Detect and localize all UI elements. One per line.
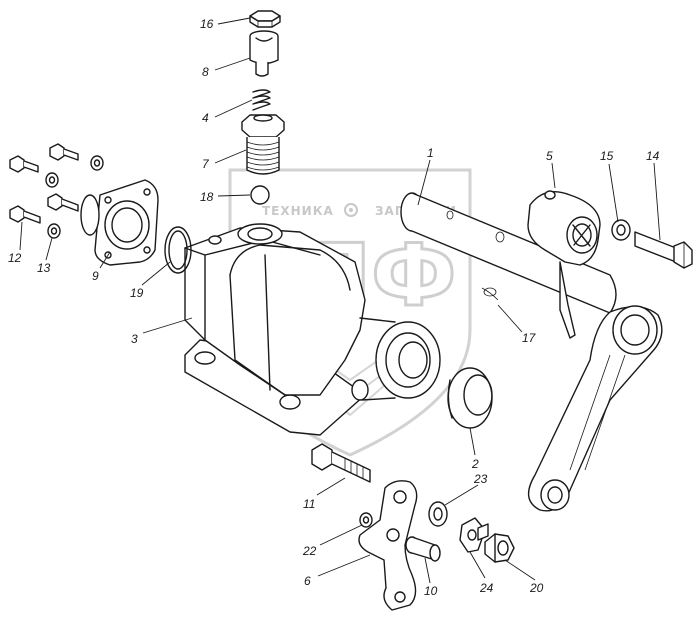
- part-5-clamp: [527, 190, 601, 339]
- callout-22: 22: [302, 544, 317, 558]
- callout-1: 1: [427, 146, 434, 160]
- callout-9: 9: [92, 269, 99, 283]
- callout-14: 14: [646, 149, 660, 163]
- callout-23: 23: [473, 472, 488, 486]
- pitman-arm: [527, 305, 663, 512]
- callout-8: 8: [202, 65, 209, 79]
- part-6-bracket: [358, 480, 418, 611]
- part-19-oring: [164, 226, 192, 274]
- gear-icon: [344, 203, 358, 217]
- part-8-plunger: [249, 30, 279, 77]
- part-15-washer: [611, 219, 631, 241]
- callout-19: 19: [130, 286, 144, 300]
- callout-24: 24: [479, 581, 494, 595]
- part-23-washer: [428, 501, 448, 527]
- part-3-housing: [184, 223, 441, 436]
- part-7-plug: [241, 114, 285, 175]
- callout-17: 17: [522, 331, 537, 345]
- callout-10: 10: [424, 584, 438, 598]
- callout-7: 7: [202, 157, 210, 171]
- callout-11: 11: [303, 497, 315, 511]
- part-12-13-fasteners: [9, 143, 104, 239]
- callout-3: 3: [131, 332, 138, 346]
- callout-2: 2: [471, 457, 479, 471]
- callout-labels: 16 8 4 7 18 1 5 15 14 12 13 9 19 3 17 2 …: [8, 17, 660, 598]
- callout-20: 20: [529, 581, 544, 595]
- part-10-pin: [405, 536, 441, 562]
- watermark-brand-left: ТЕХНИКА: [262, 204, 334, 218]
- callout-5: 5: [546, 149, 553, 163]
- part-16-nut: [249, 10, 281, 28]
- part-18-ball: [250, 185, 270, 205]
- leader-lines: [19, 17, 661, 584]
- callout-13: 13: [37, 261, 51, 275]
- part-22-nut: [359, 512, 373, 528]
- part-4-spring: [252, 89, 271, 111]
- callout-4: 4: [202, 111, 209, 125]
- callout-6: 6: [304, 574, 311, 588]
- part-24-lockwasher: [459, 517, 489, 553]
- part-11-bolt: [311, 443, 371, 483]
- part-9-cover: [80, 179, 159, 266]
- part-2-bushing: [447, 367, 493, 429]
- callout-18: 18: [200, 190, 214, 204]
- part-20-nut: [484, 533, 515, 563]
- callout-16: 16: [200, 17, 214, 31]
- callout-12: 12: [8, 251, 22, 265]
- callout-15: 15: [600, 149, 614, 163]
- part-14-bolt: [634, 231, 693, 269]
